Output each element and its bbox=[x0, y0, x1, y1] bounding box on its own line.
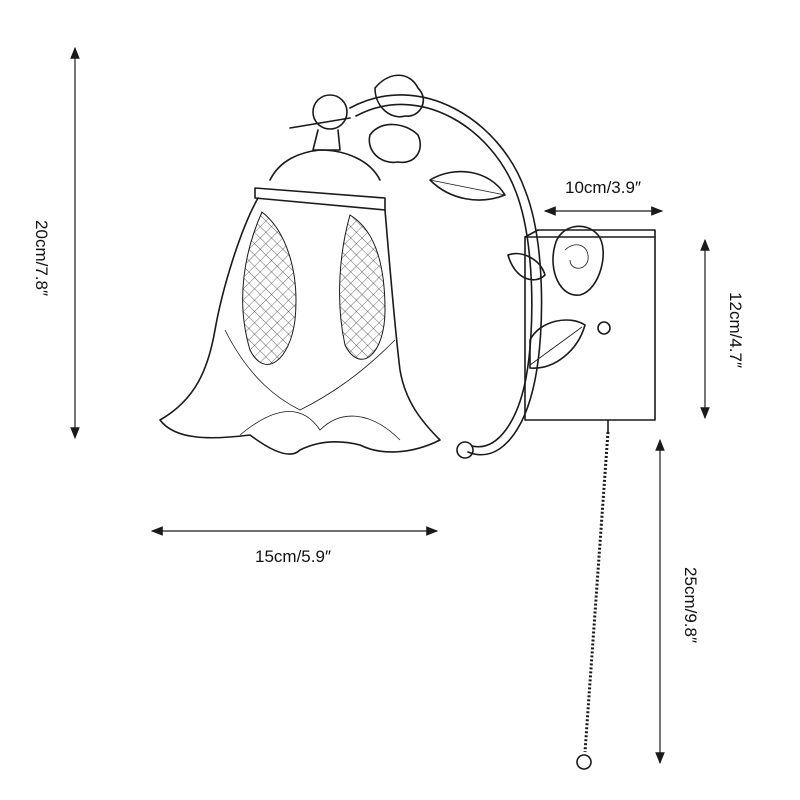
lamp-arm bbox=[349, 94, 543, 456]
lamp-illustration bbox=[159, 74, 656, 770]
backplate-screw bbox=[597, 321, 611, 335]
socket-neck bbox=[312, 129, 341, 151]
shade-cap bbox=[269, 149, 381, 181]
socket-bar bbox=[289, 117, 351, 129]
lamp-arm-inner bbox=[355, 103, 533, 448]
arm-end-ball bbox=[456, 441, 474, 459]
backplate-height-label: 12cm/4.7″ bbox=[726, 292, 745, 368]
pull-chain-bead bbox=[576, 754, 592, 770]
rose-side bbox=[552, 225, 604, 296]
backplate bbox=[524, 236, 656, 421]
rose-middle bbox=[368, 123, 422, 164]
height-label: 20cm/7.8″ bbox=[32, 220, 51, 296]
shade-pattern-right bbox=[339, 214, 386, 360]
socket-ball bbox=[312, 94, 348, 130]
leaf-2 bbox=[507, 252, 546, 281]
backplate-edge bbox=[524, 229, 656, 238]
pull-chain bbox=[583, 431, 610, 753]
leaf-1 bbox=[429, 170, 506, 201]
glass-shade bbox=[159, 197, 441, 455]
shade-rim bbox=[254, 187, 386, 211]
shade-pattern-left bbox=[242, 211, 297, 365]
extension-label: 10cm/3.9″ bbox=[565, 178, 641, 197]
chain-length-label: 25cm/9.8″ bbox=[681, 567, 700, 643]
leaf-3 bbox=[529, 319, 586, 369]
width-label: 15cm/5.9″ bbox=[255, 547, 331, 566]
rose-top bbox=[374, 74, 424, 118]
